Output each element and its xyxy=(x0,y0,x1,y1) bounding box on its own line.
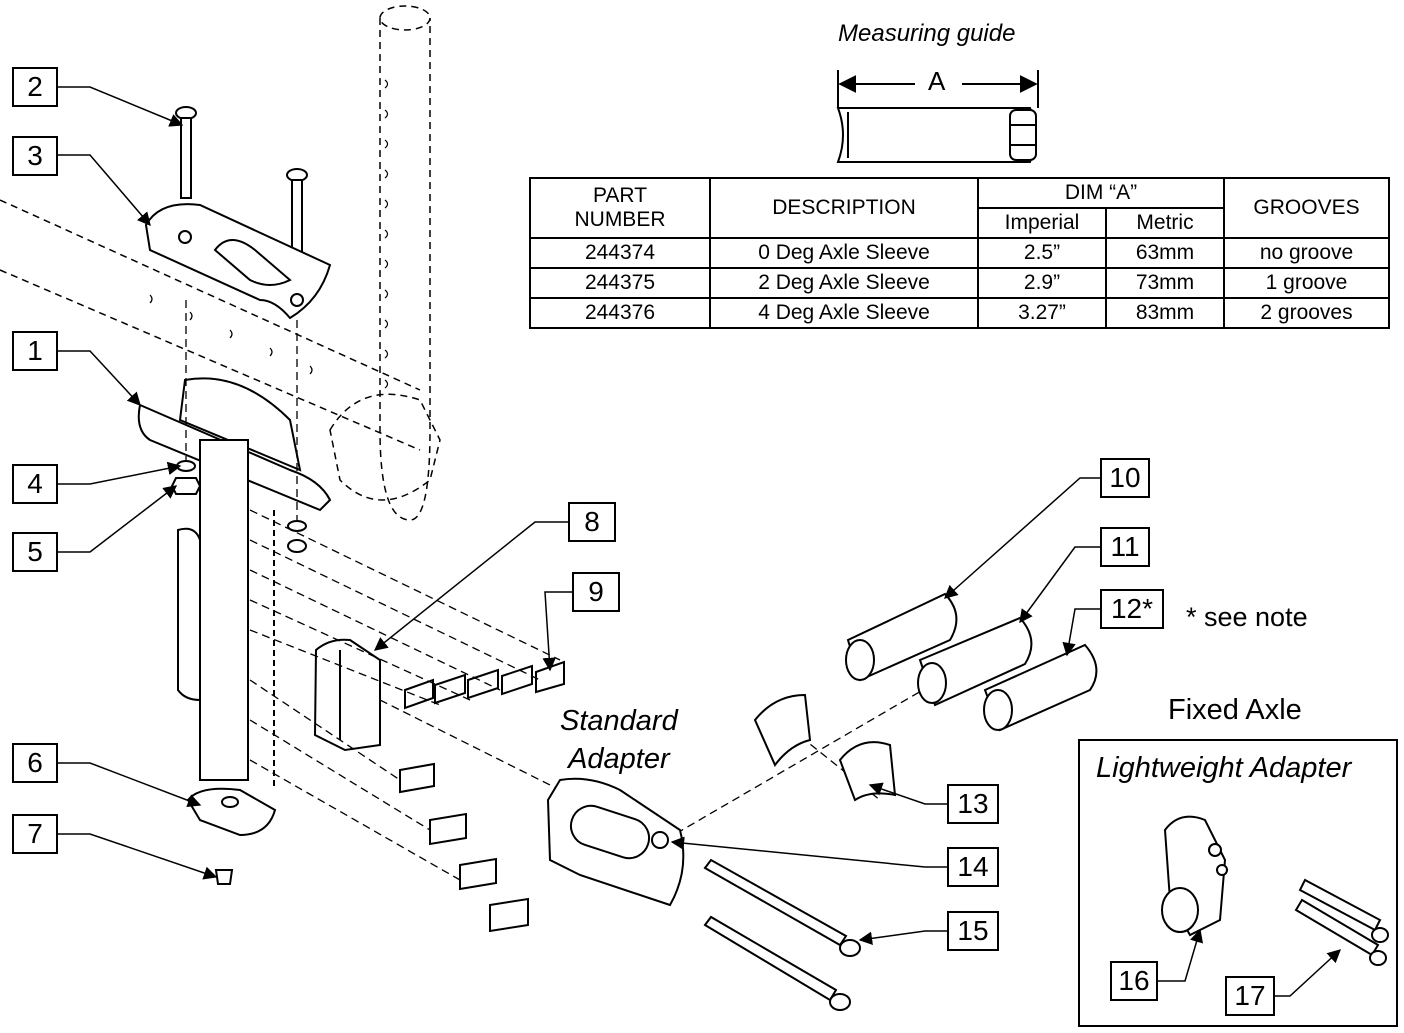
leader-lines xyxy=(57,86,1341,997)
callout-17: 17 xyxy=(1225,976,1275,1016)
clamp-screws xyxy=(175,106,308,301)
header-metric: Metric xyxy=(1104,207,1226,239)
cell-imperial: 3.27” xyxy=(977,297,1107,329)
callout-3: 3 xyxy=(12,136,58,176)
cell-part: 244375 xyxy=(529,267,711,299)
callout-15: 15 xyxy=(947,911,999,951)
top-clamp xyxy=(144,203,332,320)
lightweight-adapter-part xyxy=(1161,815,1389,966)
callout-13: 13 xyxy=(947,784,999,824)
callout-2: 2 xyxy=(12,67,58,107)
cell-imperial: 2.9” xyxy=(977,267,1107,299)
callout-12: 12* xyxy=(1100,589,1164,629)
cell-imperial: 2.5” xyxy=(977,237,1107,269)
cell-description: 0 Deg Axle Sleeve xyxy=(709,237,979,269)
cell-grooves: no groove xyxy=(1223,237,1391,269)
cell-metric: 83mm xyxy=(1104,297,1226,329)
cell-description: 2 Deg Axle Sleeve xyxy=(709,267,979,299)
callout-9: 9 xyxy=(572,572,620,612)
standard-adapter-block xyxy=(546,777,685,907)
measuring-guide-sleeve xyxy=(836,70,1039,163)
measuring-guide-title: Measuring guide xyxy=(838,20,1016,47)
table-row: 244375 2 Deg Axle Sleeve 2.9” 73mm 1 gro… xyxy=(529,267,1391,299)
standard-adapter-label: Standard Adapter xyxy=(560,705,678,775)
callout-8: 8 xyxy=(568,502,616,542)
cell-part: 244374 xyxy=(529,237,711,269)
table-row: 244374 0 Deg Axle Sleeve 2.5” 63mm no gr… xyxy=(529,237,1391,269)
callout-6: 6 xyxy=(12,743,58,783)
callout-14: 14 xyxy=(947,847,999,887)
cell-description: 4 Deg Axle Sleeve xyxy=(709,297,979,329)
header-description: DESCRIPTION xyxy=(709,177,979,239)
callout-1: 1 xyxy=(12,331,58,371)
frame-holes xyxy=(149,79,389,389)
header-part-number: PART NUMBER xyxy=(529,177,711,239)
axle-sleeves xyxy=(845,592,1098,732)
lightweight-adapter-label: Lightweight Adapter xyxy=(1096,752,1352,784)
cell-part: 244376 xyxy=(529,297,711,329)
header-dim: DIM “A” xyxy=(976,177,1226,209)
lock-pins xyxy=(399,660,565,933)
callout-4: 4 xyxy=(12,464,58,504)
callout-5: 5 xyxy=(12,532,58,572)
callout-10: 10 xyxy=(1100,458,1150,498)
cell-metric: 73mm xyxy=(1104,267,1226,299)
long-bolts xyxy=(703,858,861,1011)
frame-tubes xyxy=(0,5,441,521)
lightweight-adapter-box xyxy=(1078,739,1398,1027)
axle-sleeve-table: PART NUMBER DESCRIPTION DIM “A” GROOVES … xyxy=(529,177,1391,329)
cell-grooves: 1 groove xyxy=(1223,267,1391,299)
callout-16: 16 xyxy=(1110,961,1158,1001)
table-row: 244376 4 Deg Axle Sleeve 3.27” 83mm 2 gr… xyxy=(529,297,1391,329)
cell-metric: 63mm xyxy=(1104,237,1226,269)
axle-plate-bracket xyxy=(137,377,332,790)
washer-nut xyxy=(170,460,307,553)
fixed-axle-label: Fixed Axle xyxy=(1168,694,1302,726)
callout-11: 11 xyxy=(1100,527,1150,567)
bottom-cap xyxy=(186,787,277,885)
cam-lock-guide xyxy=(313,638,381,752)
cell-grooves: 2 grooves xyxy=(1223,297,1391,329)
see-note-label: * see note xyxy=(1186,602,1308,632)
callout-7: 7 xyxy=(12,814,58,854)
header-imperial: Imperial xyxy=(977,207,1107,239)
header-grooves: GROOVES xyxy=(1223,177,1391,239)
dimension-letter: A xyxy=(928,66,946,96)
